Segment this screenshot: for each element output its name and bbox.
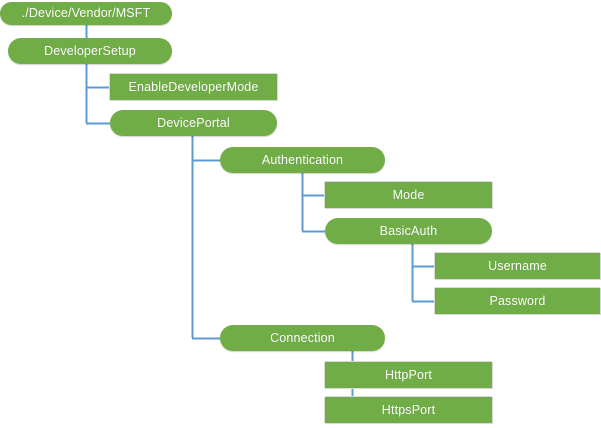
node-mode[interactable]: Mode xyxy=(325,182,492,208)
node-password[interactable]: Password xyxy=(435,288,600,314)
node-label-username: Username xyxy=(488,258,547,273)
node-httpsport[interactable]: HttpsPort xyxy=(325,397,492,423)
node-label-developersetup: DeveloperSetup xyxy=(44,43,136,58)
node-label-deviceportal: DevicePortal xyxy=(157,115,230,130)
node-connection[interactable]: Connection xyxy=(220,325,385,351)
node-label-httpport: HttpPort xyxy=(384,367,433,382)
node-root[interactable]: ./Device/Vendor/MSFT xyxy=(0,2,172,25)
node-deviceportal[interactable]: DevicePortal xyxy=(110,110,277,136)
node-username[interactable]: Username xyxy=(435,253,600,279)
node-label-basicauth: BasicAuth xyxy=(379,223,438,238)
node-label-httpsport: HttpsPort xyxy=(381,402,436,417)
node-httpport[interactable]: HttpPort xyxy=(325,362,492,388)
node-enabledevelopermode[interactable]: EnableDeveloperMode xyxy=(110,74,277,100)
node-basicauth[interactable]: BasicAuth xyxy=(325,218,492,244)
node-label-enabledevelopermode: EnableDeveloperMode xyxy=(128,79,259,94)
node-label-authentication: Authentication xyxy=(261,152,344,167)
node-label-root: ./Device/Vendor/MSFT xyxy=(21,6,151,21)
node-label-password: Password xyxy=(489,293,546,308)
node-label-connection: Connection xyxy=(270,330,335,345)
node-authentication[interactable]: Authentication xyxy=(220,147,385,173)
node-label-mode: Mode xyxy=(392,187,425,202)
node-developersetup[interactable]: DeveloperSetup xyxy=(8,38,172,64)
